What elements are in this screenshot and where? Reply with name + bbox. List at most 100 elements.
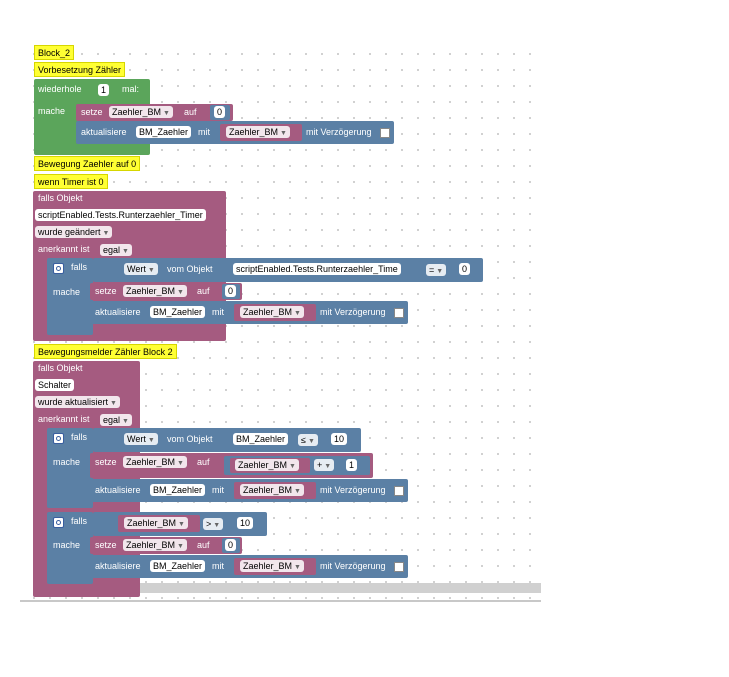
set-variable-block[interactable]: setze Zaehler_BM▼ auf Zaehler_BM▼ +▼ 1	[90, 453, 373, 478]
number-field[interactable]: 0	[225, 285, 237, 297]
set-variable-block[interactable]: setze Zaehler_BM▼ auf 0	[90, 283, 242, 300]
number-field[interactable]: 0	[225, 539, 237, 551]
with-label: mit	[198, 127, 210, 137]
variable-get-block[interactable]: Zaehler_BM▼	[230, 458, 310, 473]
dropdown-triangle-icon: ▼	[294, 564, 301, 571]
variable-dropdown[interactable]: Zaehler_BM▼	[123, 539, 187, 551]
update-block[interactable]: aktualisiere BM_Zaehler mit Zaehler_BM▼ …	[90, 479, 408, 502]
variable-name: Zaehler_BM	[229, 127, 279, 137]
if-object-label: falls Objekt	[38, 193, 83, 203]
number-block[interactable]: 10	[233, 516, 259, 531]
variable-get-block[interactable]: Zaehler_BM▼	[234, 482, 316, 499]
object-id-field[interactable]: scriptEnabled.Tests.Runterzaehler_Time	[233, 263, 401, 275]
variable-name: Zaehler_BM	[127, 518, 177, 528]
checkbox-icon[interactable]	[394, 308, 404, 318]
variable-get-block[interactable]: Zaehler_BM▼	[234, 304, 316, 321]
variable-dropdown[interactable]: Zaehler_BM▼	[235, 459, 299, 471]
update-target-field[interactable]: BM_Zaehler	[150, 306, 206, 318]
number-field[interactable]: 0	[459, 263, 471, 275]
number-block[interactable]: 0	[222, 538, 240, 553]
variable-get-block[interactable]: Zaehler_BM▼	[118, 515, 200, 532]
number-block[interactable]: 1	[342, 458, 364, 473]
gear-icon[interactable]	[53, 433, 64, 444]
if-block-1[interactable]: falls mache	[47, 258, 93, 335]
update-target-field[interactable]: BM_Zaehler	[136, 126, 192, 138]
object-id-field[interactable]: scriptEnabled.Tests.Runterzaehler_Timer	[35, 209, 206, 221]
to-label: auf	[184, 107, 197, 117]
update-target-field[interactable]: BM_Zaehler	[150, 560, 206, 572]
comment-when-timer[interactable]: wenn Timer ist 0	[34, 174, 108, 189]
number-block[interactable]: 0	[222, 284, 240, 299]
number-field[interactable]: 10	[331, 433, 348, 445]
number-field[interactable]: 10	[237, 517, 254, 529]
variable-dropdown[interactable]: Zaehler_BM▼	[123, 285, 187, 297]
update-label: aktualisiere	[95, 307, 141, 317]
math-block[interactable]: Zaehler_BM▼ +▼ 1	[224, 456, 370, 475]
variable-name: Zaehler_BM	[126, 457, 176, 467]
operator-dropdown[interactable]: ≤▼	[298, 434, 318, 446]
variable-dropdown[interactable]: Zaehler_BM▼	[123, 456, 187, 468]
value-dropdown[interactable]: Wert▼	[124, 433, 158, 445]
set-variable-block[interactable]: setze Zaehler_BM▼ auf 0	[76, 104, 233, 121]
dropdown-triangle-icon: ▼	[213, 522, 221, 529]
variable-dropdown[interactable]: Zaehler_BM▼	[109, 106, 173, 118]
dropdown-triangle-icon: ▼	[177, 460, 184, 467]
repeat-label: wiederhole	[38, 84, 82, 94]
gear-icon[interactable]	[53, 263, 64, 274]
object-id-field[interactable]: BM_Zaehler	[233, 433, 289, 445]
dropdown-triangle-icon: ▼	[177, 289, 184, 296]
variable-get-block[interactable]: Zaehler_BM▼	[234, 558, 316, 575]
comment-block-name[interactable]: Block_2	[34, 45, 75, 60]
operator-dropdown[interactable]: >▼	[203, 518, 224, 530]
compare-block[interactable]: Wert▼ vom Objekt BM_Zaehler ≤▼ 10	[93, 428, 361, 452]
update-target-field[interactable]: BM_Zaehler	[150, 484, 206, 496]
comment-motion-sensor[interactable]: Bewegungsmelder Zähler Block 2	[34, 344, 177, 359]
event-text: wurde geändert	[38, 227, 101, 237]
number-block[interactable]: 0	[455, 262, 475, 277]
comment-preset-counter[interactable]: Vorbesetzung Zähler	[34, 62, 126, 77]
if-object-label: falls Objekt	[38, 363, 83, 373]
variable-name: Zaehler_BM	[243, 307, 293, 317]
event-dropdown[interactable]: wurde geändert▼	[35, 226, 113, 238]
number-field[interactable]: 1	[346, 459, 358, 471]
comment-movement-counter[interactable]: Bewegung Zaehler auf 0	[34, 156, 141, 171]
value-dropdown[interactable]: Wert▼	[124, 263, 158, 275]
variable-dropdown[interactable]: Zaehler_BM▼	[240, 306, 304, 318]
value-of-object-block[interactable]: Wert▼ vom Objekt BM_Zaehler	[117, 431, 297, 448]
variable-dropdown[interactable]: Zaehler_BM▼	[226, 126, 290, 138]
if-block-2b[interactable]: falls mache	[47, 512, 93, 584]
repeat-count-field[interactable]: 1	[98, 84, 110, 96]
update-block[interactable]: aktualisiere BM_Zaehler mit Zaehler_BM▼ …	[76, 121, 394, 144]
number-block[interactable]: 0	[210, 105, 230, 120]
operator-dropdown[interactable]: =▼	[426, 264, 447, 276]
operator-dropdown[interactable]: +▼	[314, 459, 335, 471]
variable-dropdown[interactable]: Zaehler_BM▼	[240, 560, 304, 572]
update-block[interactable]: aktualisiere BM_Zaehler mit Zaehler_BM▼ …	[90, 301, 408, 324]
checkbox-icon[interactable]	[380, 128, 390, 138]
number-field[interactable]: 0	[214, 106, 226, 118]
ack-dropdown[interactable]: egal▼	[100, 244, 132, 256]
comment-text: wenn Timer ist 0	[38, 177, 104, 187]
gear-icon[interactable]	[53, 517, 64, 528]
update-block[interactable]: aktualisiere BM_Zaehler mit Zaehler_BM▼ …	[90, 555, 408, 578]
ack-dropdown[interactable]: egal▼	[100, 414, 132, 426]
variable-dropdown[interactable]: Zaehler_BM▼	[240, 484, 304, 496]
variable-get-block[interactable]: Zaehler_BM▼	[220, 124, 302, 141]
compare-block[interactable]: Wert▼ vom Objekt scriptEnabled.Tests.Run…	[93, 258, 483, 282]
horizontal-scrollbar[interactable]	[140, 583, 541, 593]
operator-value: >	[206, 519, 212, 529]
set-variable-block[interactable]: setze Zaehler_BM▼ auf 0	[90, 537, 242, 554]
comment-text: Bewegung Zaehler auf 0	[38, 159, 137, 169]
compare-block[interactable]: Zaehler_BM▼ >▼ 10	[93, 512, 267, 536]
number-block[interactable]: 10	[327, 432, 353, 447]
variable-name: Zaehler_BM	[126, 540, 176, 550]
object-id-field[interactable]: Schalter	[35, 379, 75, 391]
checkbox-icon[interactable]	[394, 562, 404, 572]
checkbox-icon[interactable]	[394, 486, 404, 496]
delay-label: mit Verzögerung	[306, 127, 372, 137]
variable-dropdown[interactable]: Zaehler_BM▼	[124, 517, 188, 529]
event-dropdown[interactable]: wurde aktualisiert▼	[35, 396, 120, 408]
value-of-object-block[interactable]: Wert▼ vom Objekt scriptEnabled.Tests.Run…	[117, 261, 420, 278]
if-block-2a[interactable]: falls mache	[47, 428, 93, 508]
if-label: falls	[71, 516, 88, 526]
